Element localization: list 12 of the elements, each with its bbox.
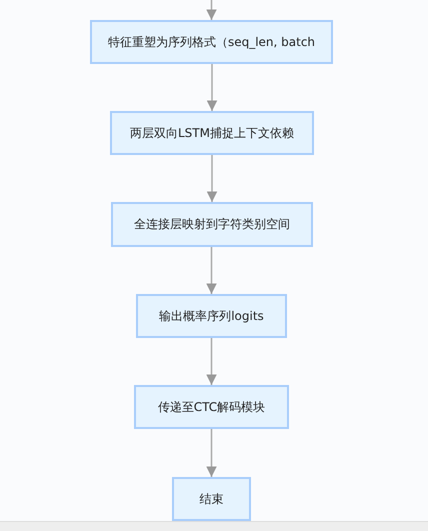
arrow xyxy=(206,338,217,385)
arrow xyxy=(206,0,217,20)
process-box: 两层双向LSTM捕捉上下文依赖 xyxy=(110,111,314,155)
process-box: 全连接层映射到字符类别空间 xyxy=(111,202,313,247)
process-box: 结束 xyxy=(172,477,251,521)
process-box: 传递至CTC解码模块 xyxy=(134,385,289,429)
process-box: 输出概率序列logits xyxy=(136,294,287,338)
arrow xyxy=(206,429,217,477)
arrow xyxy=(206,247,217,294)
process-box: 特征重塑为序列格式（seq_len, batch xyxy=(90,20,333,64)
arrow xyxy=(206,155,218,202)
arrow xyxy=(206,64,218,111)
